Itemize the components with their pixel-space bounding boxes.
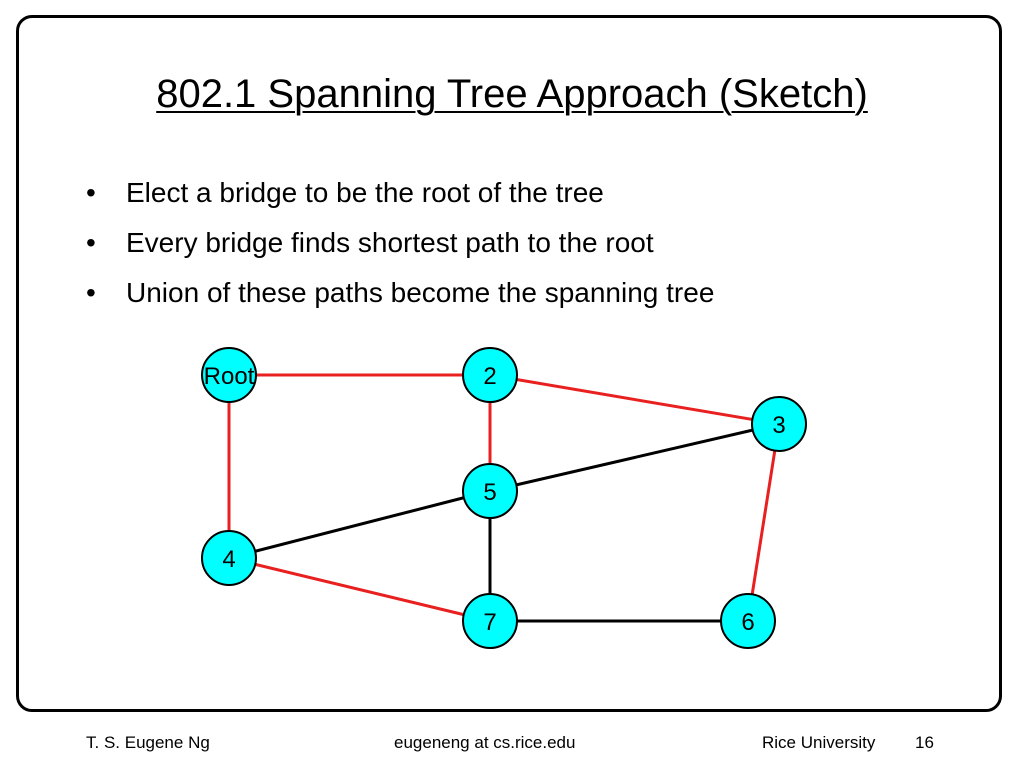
bullet-item: • Union of these paths become the spannin… [86, 268, 714, 318]
footer-page-number: 16 [915, 733, 934, 752]
edge-2-3-tree [489, 373, 780, 426]
bridge-node-4: 4 [201, 530, 257, 586]
bullet-text: Elect a bridge to be the root of the tre… [126, 177, 604, 208]
bullet-dot: • [86, 227, 96, 258]
bridge-node-circle [462, 347, 518, 403]
bridge-node-label: 5 [483, 479, 496, 506]
nodes-layer: Root 2 3 4 5 6 7 [201, 347, 807, 649]
slide-frame [16, 15, 1002, 712]
bridge-node-label: Root [204, 363, 255, 390]
bridge-node-circle [462, 463, 518, 519]
bullet-text: Every bridge finds shortest path to the … [126, 227, 654, 258]
footer-institution: Rice University [762, 733, 876, 752]
footer-author: T. S. Eugene Ng [86, 733, 210, 752]
bridge-node-label: 2 [483, 363, 496, 390]
bridge-node-5: 5 [462, 463, 518, 519]
bridge-node-root: Root [201, 347, 257, 403]
edge-3-6-tree [746, 423, 781, 622]
bridge-node-7: 7 [462, 593, 518, 649]
bullet-item: • Elect a bridge to be the root of the tr… [86, 168, 714, 218]
bridge-node-circle [201, 530, 257, 586]
bridge-node-label: 6 [741, 609, 754, 636]
bullet-dot: • [86, 277, 96, 308]
bridge-node-6: 6 [720, 593, 776, 649]
bullet-list: • Elect a bridge to be the root of the tr… [86, 168, 714, 318]
edge-3-5-nontree [489, 422, 780, 493]
bridge-node-2: 2 [462, 347, 518, 403]
bridge-node-circle [201, 347, 257, 403]
bridge-node-label: 4 [222, 546, 235, 573]
bridge-node-label: 7 [483, 609, 496, 636]
edge-4-5-nontree [228, 489, 491, 560]
edge-4-7-tree [228, 556, 491, 623]
bridge-node-circle [720, 593, 776, 649]
bridge-node-label: 3 [772, 412, 785, 439]
bullet-text: Union of these paths become the spanning… [126, 277, 715, 308]
bullet-item: • Every bridge finds shortest path to the… [86, 218, 714, 268]
bridge-node-3: 3 [751, 396, 807, 452]
bullet-dot: • [86, 177, 96, 208]
bridge-node-circle [462, 593, 518, 649]
footer-email: eugeneng at cs.rice.edu [394, 733, 576, 752]
bridge-node-circle [751, 396, 807, 452]
slide-title: 802.1 Spanning Tree Approach (Sketch) [156, 72, 868, 116]
